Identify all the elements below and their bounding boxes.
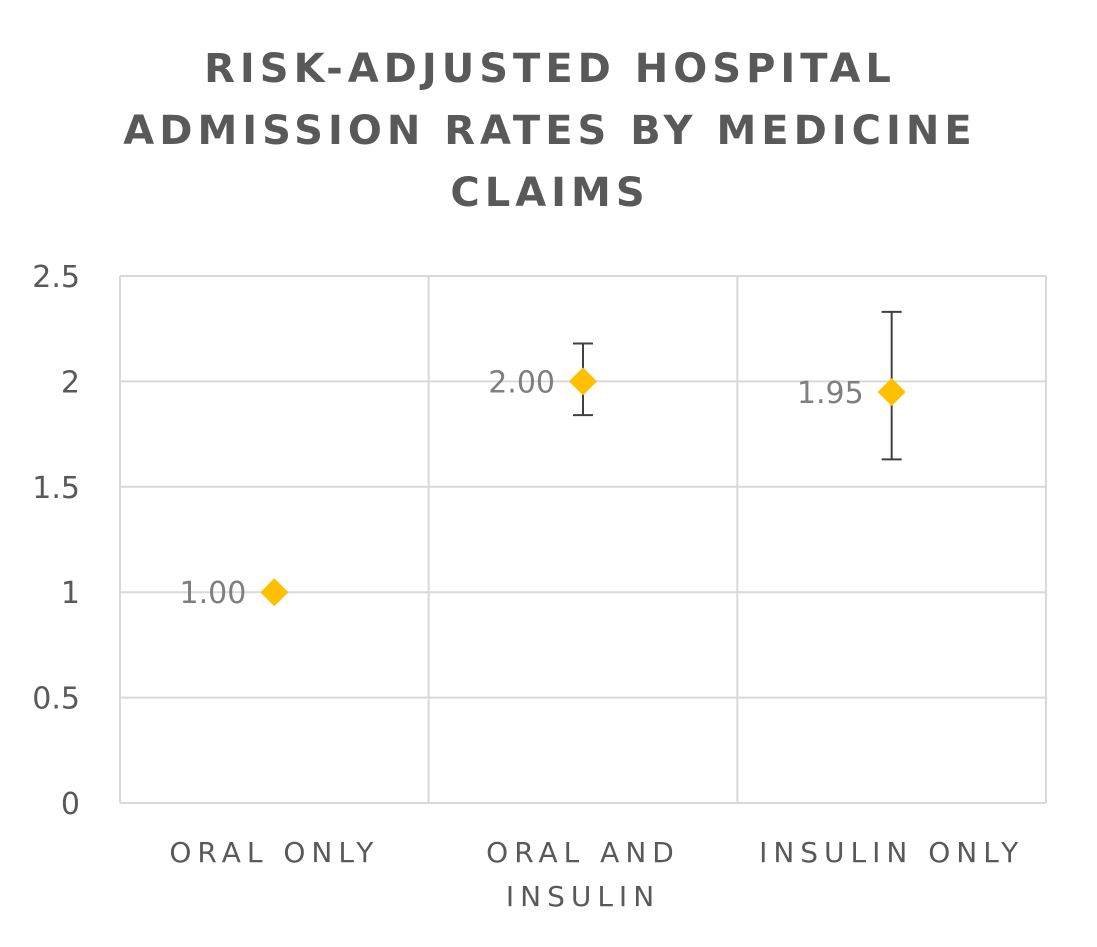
data-points [260,367,906,607]
data-labels: 1.00 2.00 1.95 [180,365,864,611]
x-category-label: INSULIN ONLY [759,836,1024,869]
y-tick-label: 0 [61,787,80,822]
chart-title: RISK-ADJUSTED HOSPITAL ADMISSION RATES B… [123,46,977,216]
x-category-label: ORAL ONLY [169,836,379,869]
y-axis-ticks: 0 0.5 1 1.5 2 2.5 [32,260,80,822]
y-tick-label: 2 [61,365,80,400]
data-point-diamond [569,367,597,396]
y-tick-label: 0.5 [32,682,80,717]
data-label: 1.95 [797,376,864,411]
y-tick-label: 1.5 [32,471,80,506]
data-point-diamond [260,578,289,607]
data-point-diamond [877,377,906,406]
data-label: 1.00 [180,576,247,611]
y-tick-label: 2.5 [32,260,80,295]
y-tick-label: 1 [61,576,80,611]
data-label: 2.00 [488,365,555,400]
